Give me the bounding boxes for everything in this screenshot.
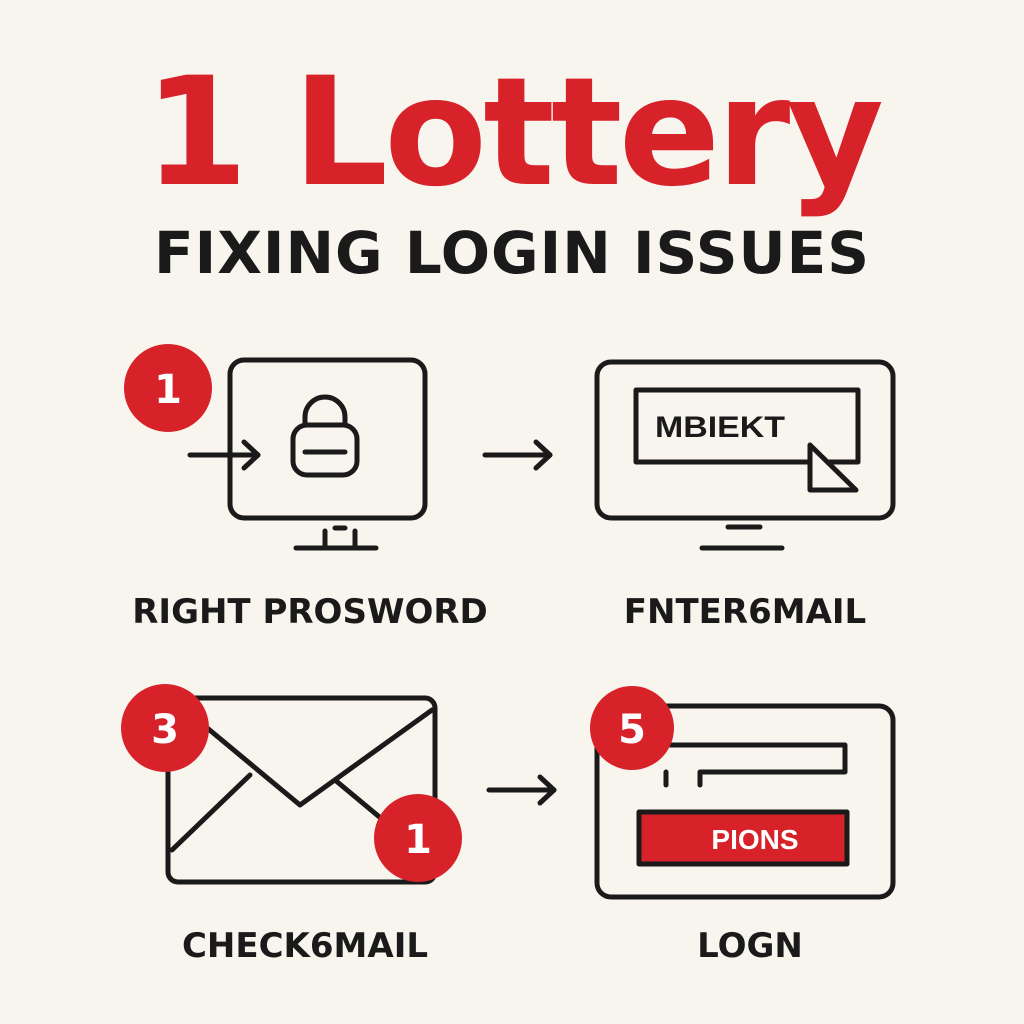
step-badge-3: 3 [121,684,209,772]
arrow-right-icon [482,439,553,471]
login-button-label: PIONS [711,824,798,855]
login-button [636,809,850,867]
monitor-lock-icon [227,357,428,551]
lock-icon [290,394,360,478]
notification-badge: 1 [374,794,462,882]
login-form-icon [594,703,896,900]
step-2-label: FNTER6MAIL [623,592,867,632]
step-4-label: LOGN [697,926,803,966]
svg-text:3: 3 [151,707,179,753]
svg-text:5: 5 [618,707,646,753]
svg-text:1: 1 [404,817,432,863]
step-badge-5: 5 [590,686,674,770]
arrow-right-icon [486,774,557,806]
screen-text: MBIEKT [655,411,785,444]
step-3-label: CHECK6MAIL [181,926,429,966]
monitor-cursor-icon [594,359,896,551]
page-subtitle: FIXING LOGIN ISSUES [154,219,870,287]
page-title: 1 Lottery [143,46,884,220]
step-1-label: RIGHT PROSWORD [132,592,488,632]
step-badge-1: 1 [124,344,212,432]
envelope-icon [165,695,438,885]
arrow-right-icon [187,439,261,471]
svg-text:1: 1 [154,367,182,413]
cursor-icon [807,442,859,493]
